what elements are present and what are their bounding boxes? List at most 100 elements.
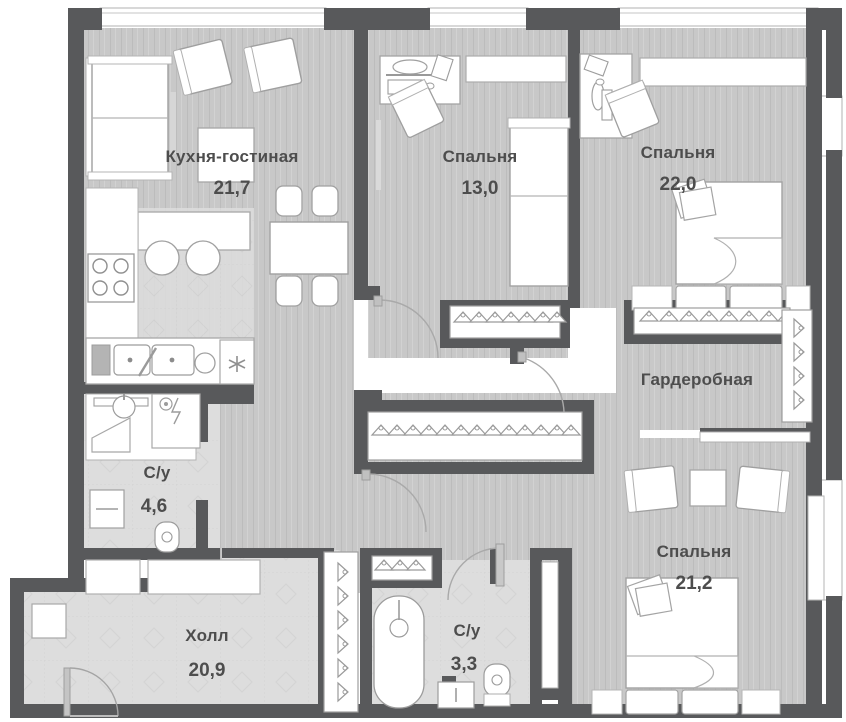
wardrobe-hangers (323, 305, 813, 713)
wall-top-4 (816, 8, 842, 30)
wall-bath33-top (372, 548, 440, 558)
wall-closet13-right (558, 300, 570, 348)
toilet (154, 521, 180, 553)
shelf (785, 285, 811, 311)
wall-bath33-right-jamb (490, 548, 500, 584)
dining-table (269, 221, 349, 275)
wall-corridor-closet-right (582, 400, 594, 474)
bar-stool (144, 240, 180, 276)
blanket-fold (693, 655, 739, 689)
book (430, 54, 454, 82)
shelf (741, 689, 781, 715)
wall-bedroom13-bedroom22 (568, 28, 580, 308)
desk-chair (387, 78, 445, 138)
furniture-bedroom-21 (591, 465, 825, 715)
room-name: Кухня-гостиная (165, 147, 298, 166)
room-name: Спальня (443, 147, 518, 166)
wall-closet13-bottom (440, 336, 570, 348)
furniture-bathroom-33 (373, 561, 559, 709)
wall-wardrobe-closet-bottom (624, 332, 802, 344)
wall-shaft-bottom (530, 688, 572, 700)
furniture-bedroom-13 (376, 54, 571, 287)
blanket-fold (713, 237, 783, 285)
room-name: Спальня (641, 143, 716, 162)
wall-corridor-closet-top (354, 400, 594, 414)
wall-bath33-right (530, 548, 542, 716)
pillow (634, 582, 673, 617)
wall-right-outer-bottom (826, 596, 842, 718)
wall-left-outer (68, 8, 84, 588)
wall-bath33-closet-bottom (360, 578, 442, 588)
armchair (623, 465, 679, 513)
desk-chair (604, 79, 660, 138)
wall-bath33-closet-right (430, 548, 442, 580)
dining-chair (275, 275, 303, 307)
wall-corridor-pillar (354, 390, 382, 414)
bathtub (373, 595, 425, 709)
window-bedroom-22 (617, 7, 819, 27)
door-corridor (367, 473, 427, 533)
dining-chair (275, 185, 303, 217)
room-name: С/у (143, 463, 170, 482)
room-name: Гардеробная (641, 370, 753, 389)
room-label-bedroom-22: Спальня 22,0 (641, 143, 716, 195)
shelf (591, 689, 623, 715)
nightstand (675, 285, 727, 311)
star-icon (228, 356, 246, 372)
armchair (243, 37, 303, 94)
room-labels: Кухня-гостиная 21,7 Спальня 13,0 Спальня… (141, 143, 753, 681)
wall-corridor-closet-left (354, 400, 368, 474)
headboard (507, 117, 571, 129)
armchair (172, 38, 233, 96)
door-swings (367, 299, 565, 601)
radiator (807, 495, 825, 601)
wall-top-1 (68, 8, 102, 30)
room-label-wardrobe: Гардеробная (641, 370, 753, 389)
wall-bath33-left-top (360, 548, 372, 580)
dining-chair (311, 275, 339, 307)
nightstand (625, 689, 679, 715)
coffee-table (197, 127, 255, 183)
room-area: 20,9 (189, 660, 226, 681)
hob-circle (194, 352, 216, 374)
wall-top-2 (324, 8, 430, 30)
closet-bar-wardrobe-vertical (781, 309, 813, 423)
curtain-line (376, 120, 381, 190)
bed (509, 125, 569, 287)
window-right-upper (819, 95, 843, 157)
furniture-bathroom-46 (85, 393, 201, 553)
room-label-bathroom-33: С/у 3,3 (451, 621, 481, 675)
room-area: 13,0 (462, 178, 499, 199)
wall-left-entry (10, 578, 24, 716)
wall-closet13-left (440, 300, 452, 346)
entrance-door (63, 667, 119, 717)
room-label-kitchen-living: Кухня-гостиная 21,7 (165, 147, 298, 199)
nightstand (681, 689, 739, 715)
door-wardrobe-access (523, 357, 565, 413)
console-table (147, 559, 261, 595)
wall-kitchen-bedroom13 (354, 28, 368, 298)
room-area: 22,0 (660, 174, 697, 195)
laptop (583, 54, 609, 77)
wall-bath46-right (196, 500, 208, 560)
shaft (541, 561, 559, 689)
room-name: Спальня (657, 542, 732, 561)
wall-bath33-left (360, 578, 372, 716)
wall-corridor-closet-bottom (354, 462, 594, 474)
toilet (483, 663, 511, 707)
room-label-bedroom-13: Спальня 13,0 (443, 147, 518, 199)
window-kitchen (99, 7, 327, 27)
wall-right-outer-mid (826, 150, 842, 480)
furniture-bedroom-22 (579, 53, 811, 311)
closet-rail (699, 431, 811, 443)
wall-entry-step (10, 578, 84, 592)
room-name: С/у (453, 621, 480, 640)
wall-top-3 (526, 8, 620, 30)
door-bathroom33 (447, 547, 501, 601)
console-table (85, 559, 141, 595)
door-bedroom13 (379, 299, 439, 359)
curtain-line (170, 92, 176, 154)
shelf (631, 285, 673, 311)
wall-hall-ceiling (222, 548, 334, 558)
